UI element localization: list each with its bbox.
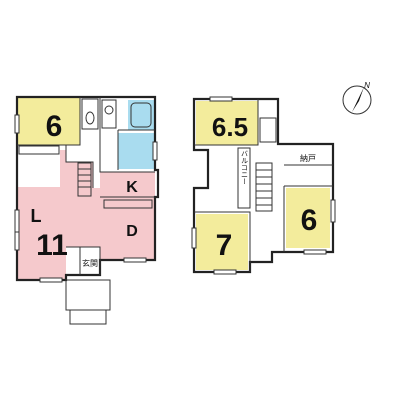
wall xyxy=(65,145,94,188)
living-dining-area xyxy=(17,150,155,280)
porch xyxy=(65,279,111,325)
entrance-label: 玄関 xyxy=(82,258,98,268)
dining-label: D xyxy=(126,223,138,240)
closet-2f xyxy=(259,117,277,143)
kitchen-area xyxy=(100,172,155,197)
bedroom-6-area xyxy=(18,98,80,145)
bedroom-6-5-label: 6.5 xyxy=(212,112,248,142)
bedroom-7-area xyxy=(196,214,248,270)
toilet-room xyxy=(81,98,99,130)
bedroom-6-5-area xyxy=(196,101,258,145)
windows-floor-2 xyxy=(191,96,336,275)
living-size-label: 11 xyxy=(36,229,68,262)
kitchen-counter xyxy=(103,199,153,209)
bedroom-6b-label: 6 xyxy=(301,204,318,237)
north-arrow-icon xyxy=(352,87,364,112)
sink-icon xyxy=(104,105,114,115)
living-label: L xyxy=(31,206,42,226)
kitchen-label: K xyxy=(126,179,138,196)
washroom xyxy=(101,99,117,129)
stairs-floor-1 xyxy=(77,162,92,197)
balcony xyxy=(237,147,251,209)
storage-label: 納戸 xyxy=(300,153,316,163)
windows-floor-1 xyxy=(14,114,158,283)
bathtub-icon xyxy=(130,102,152,128)
wall xyxy=(194,211,251,272)
wall xyxy=(117,129,155,170)
bedroom-6b-area xyxy=(286,188,330,248)
compass: N xyxy=(342,81,372,115)
wall xyxy=(283,185,333,252)
bathroom-area xyxy=(118,133,154,169)
floor-2: 6.5 7 6 バルコニー 納戸 xyxy=(191,96,336,275)
toilet-icon xyxy=(85,111,95,125)
balcony-label: バルコニー xyxy=(241,150,249,185)
bathtub-area xyxy=(128,100,154,130)
wall xyxy=(66,246,101,275)
bedroom-7-label: 7 xyxy=(216,229,233,262)
closet xyxy=(18,145,60,155)
wall xyxy=(99,97,155,173)
wall xyxy=(194,99,259,146)
wall xyxy=(17,97,81,146)
bedroom-6-label: 6 xyxy=(46,110,63,143)
stairs-floor-2 xyxy=(255,162,273,212)
floor-1: 6 L 11 K D 玄関 xyxy=(14,95,160,325)
north-label: N xyxy=(364,81,370,90)
